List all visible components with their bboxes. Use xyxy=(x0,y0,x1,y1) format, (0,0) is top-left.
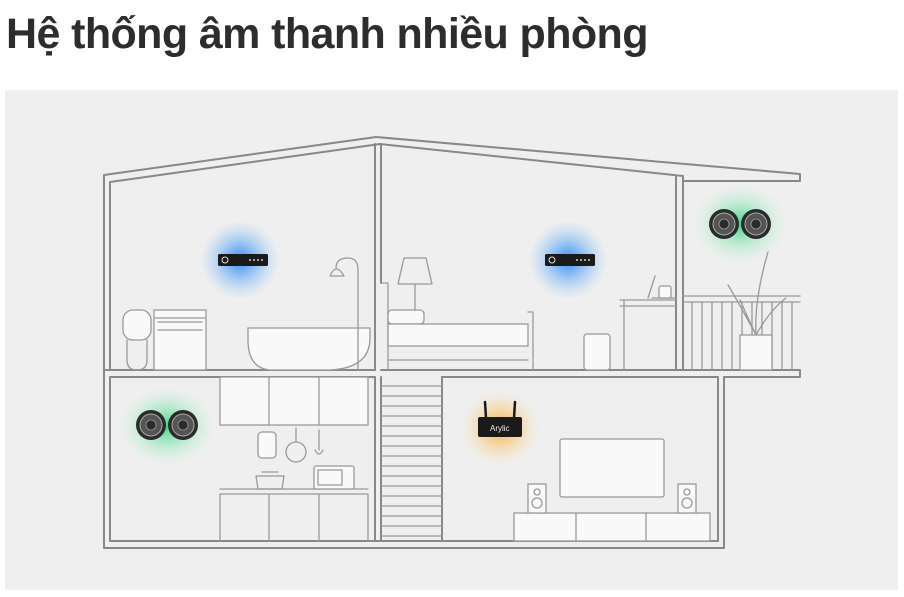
amplifier-bedroom xyxy=(528,220,608,300)
staircase xyxy=(380,385,443,537)
living-room-furniture xyxy=(513,438,711,542)
amplifier-bathroom xyxy=(200,220,280,300)
balcony-railing xyxy=(682,251,801,371)
ceiling-speakers-kitchen xyxy=(119,386,215,466)
page-title: Hệ thống âm thanh nhiều phòng xyxy=(6,10,648,58)
wifi-streamer-living-room: Arylic xyxy=(460,390,540,466)
bedroom-furniture xyxy=(380,257,677,371)
ceiling-speakers-balcony xyxy=(692,184,788,264)
device-brand-label: Arylic xyxy=(490,424,510,433)
kitchen-furniture xyxy=(219,376,369,542)
bathroom-furniture xyxy=(122,257,371,371)
